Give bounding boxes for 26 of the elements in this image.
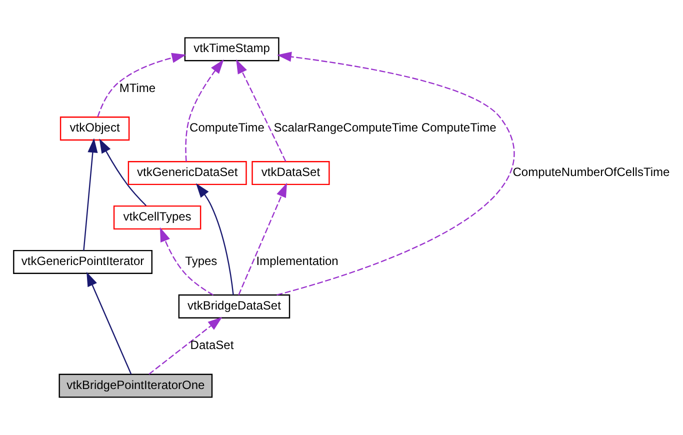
- arrow: [236, 59, 286, 162]
- node-box: vtkCellTypes: [113, 205, 202, 230]
- node-box: vtkGenericPointIterator: [13, 250, 152, 274]
- edge-label: Implementation: [256, 254, 338, 268]
- arrow: [160, 227, 214, 296]
- arrow: [276, 52, 514, 296]
- arrow: [148, 316, 222, 375]
- arrow: [83, 138, 98, 251]
- arrow: [86, 272, 132, 374]
- arrow: [97, 52, 186, 118]
- edge-label: Types: [185, 254, 218, 268]
- edge-label: ScalarRangeComputeTime ComputeTime: [274, 120, 496, 135]
- node-box: vtkObject: [60, 116, 130, 141]
- node-box: vtkTimeStamp: [184, 37, 280, 62]
- edge-label: DataSet: [190, 338, 234, 352]
- edge-label: MTime: [119, 80, 156, 95]
- edge-label: ComputeTime: [190, 120, 264, 135]
- arrow: [196, 183, 234, 295]
- node-box: vtkGenericDataSet: [128, 161, 247, 186]
- node-box: vtkBridgePointIteratorOne: [58, 374, 213, 398]
- node-box: vtkBridgeDataSet: [178, 294, 290, 318]
- arrow: [238, 182, 288, 296]
- arrow: [185, 59, 224, 162]
- arrow: [99, 138, 147, 206]
- node-box: vtkDataSet: [252, 161, 330, 186]
- edge-label: ComputeNumberOfCellsTime: [512, 165, 670, 180]
